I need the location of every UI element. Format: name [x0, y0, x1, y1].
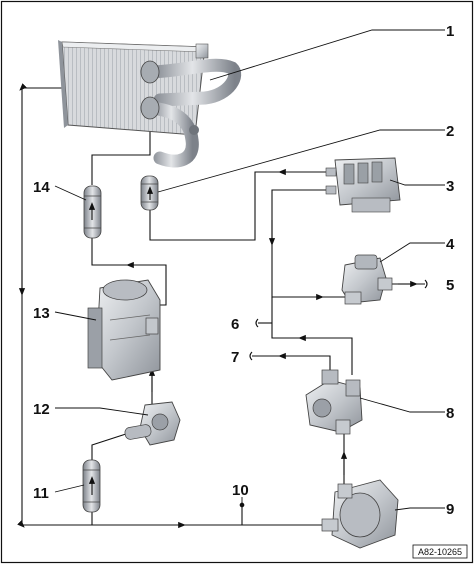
- valve-8: [305, 369, 363, 435]
- callout-6: 6: [231, 316, 239, 333]
- leader-14: [54, 185, 87, 201]
- leader-1: [209, 29, 445, 81]
- pump-9: [321, 479, 399, 549]
- callout-numbers: 1 2 3 4 5 6 7 8 9 10 11 12 13 14: [33, 23, 455, 518]
- callout-5: 5: [446, 277, 454, 294]
- leader-3: [389, 179, 445, 186]
- heater-13: [87, 279, 161, 381]
- line-valve3-down: [271, 189, 345, 298]
- coolant-lines: [17, 83, 425, 529]
- callout-13: 13: [33, 305, 50, 322]
- valve-block-3: [325, 157, 401, 213]
- leader-4: [379, 242, 445, 263]
- callout-3: 3: [446, 178, 454, 195]
- callout-11: 11: [33, 485, 49, 502]
- reference-code: A82-10265: [412, 544, 468, 559]
- line-6-down: [271, 297, 353, 375]
- leader-8: [359, 397, 445, 413]
- heat-exchanger: [58, 40, 242, 168]
- callout-9: 9: [446, 501, 454, 518]
- callout-2: 2: [446, 123, 454, 140]
- leader-11: [54, 484, 85, 493]
- hose-2: [140, 175, 159, 211]
- line-left-return: [17, 83, 330, 528]
- callout-1: 1: [446, 23, 454, 40]
- pump-12: [124, 401, 181, 446]
- reference-code-text: A82-10265: [418, 547, 462, 557]
- valve-4: [341, 254, 393, 305]
- open-end-5: [424, 279, 428, 289]
- callout-12: 12: [33, 401, 50, 418]
- line-7: [252, 355, 331, 380]
- open-end-7: [249, 351, 253, 361]
- leader-12: [55, 407, 149, 416]
- hose-14: [83, 185, 102, 239]
- line-heater13-to-hose14: [91, 238, 167, 306]
- line-hose2-down: [149, 171, 328, 241]
- leader-13: [54, 311, 97, 321]
- open-end-6: [255, 318, 259, 328]
- line-hose11-to-pump12: [91, 431, 133, 462]
- leader-2: [157, 129, 445, 193]
- callout-8: 8: [446, 405, 454, 422]
- callout-10: 10: [232, 482, 249, 499]
- callout-7: 7: [231, 349, 239, 366]
- leader-9: [394, 507, 445, 511]
- callout-4: 4: [446, 236, 455, 253]
- leader-lines: [54, 29, 445, 511]
- hose-11: [82, 459, 101, 513]
- line-hose14-to-exchanger: [91, 130, 151, 185]
- callout-14: 14: [33, 179, 50, 196]
